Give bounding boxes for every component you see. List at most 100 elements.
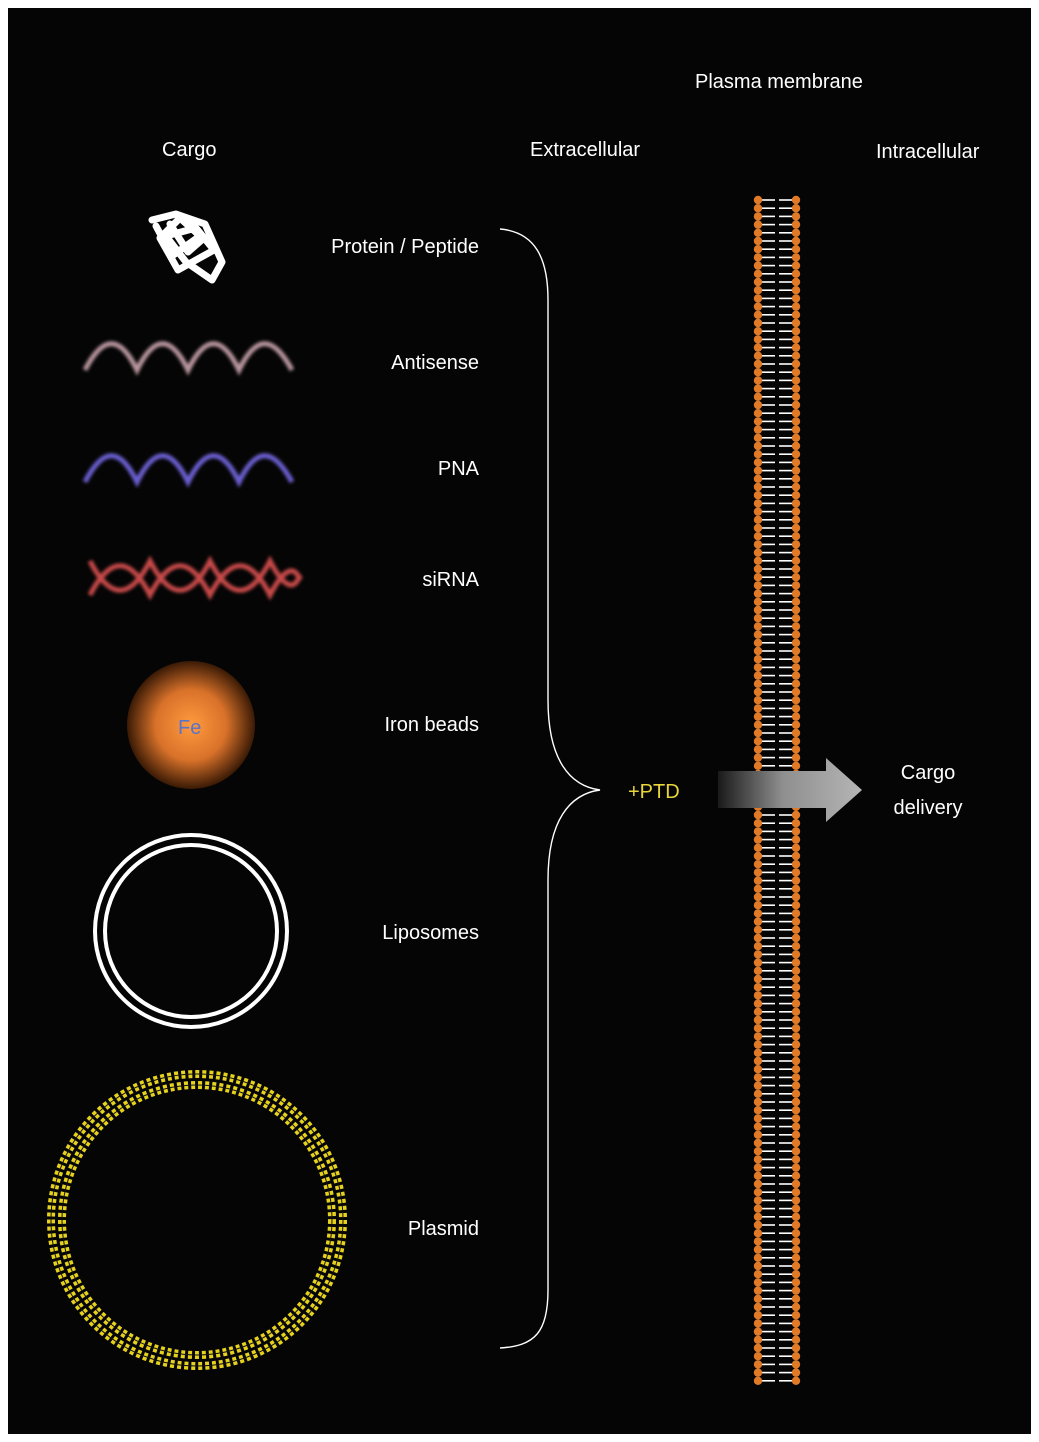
lipid-head: [791, 810, 801, 820]
lipid-head: [753, 884, 763, 893]
lipid-head: [791, 974, 801, 984]
lipid-head: [791, 1032, 801, 1041]
lipid-head: [791, 671, 801, 680]
lipid-head: [791, 253, 801, 262]
lipid-head: [753, 384, 763, 393]
lipid-head: [791, 909, 801, 918]
lipid-head: [753, 876, 763, 885]
lipid-head: [753, 1155, 763, 1164]
lipid-head: [753, 417, 763, 426]
lipid-head: [791, 646, 801, 656]
lipid-head: [791, 1147, 801, 1156]
lipid-head: [791, 761, 801, 770]
lipid-head: [791, 622, 801, 631]
double-helix-icon: [87, 555, 303, 601]
lipid-head: [791, 1065, 801, 1074]
lipid-head: [753, 499, 763, 508]
lipid-head: [753, 466, 763, 475]
lipid-head: [791, 573, 801, 582]
lipid-head: [753, 687, 763, 697]
lipid-head: [753, 1122, 763, 1131]
plasma-membrane: [753, 195, 801, 1386]
lipid-head: [753, 1212, 763, 1222]
lipid-head: [791, 515, 801, 524]
lipid-head: [753, 548, 763, 557]
lipid-head: [791, 581, 801, 590]
lipid-head: [753, 1179, 763, 1189]
lipid-head: [753, 220, 763, 229]
lipid-head: [791, 1048, 801, 1058]
extracellular-heading: Extracellular: [530, 139, 641, 161]
lipid-head: [791, 1073, 801, 1082]
lipid-head: [753, 195, 763, 205]
lipid-head: [791, 269, 801, 278]
lipid-head: [791, 1343, 801, 1353]
lipid-head: [791, 1286, 801, 1295]
lipid-head: [753, 261, 763, 270]
lipid-head: [791, 261, 801, 270]
lipid-head: [791, 868, 801, 877]
lipid-head: [753, 1261, 763, 1271]
lipid-head: [791, 876, 801, 885]
lipid-head: [753, 1302, 763, 1312]
lipid-head: [753, 663, 763, 672]
lipid-head: [753, 909, 763, 918]
lipid-head: [791, 827, 801, 836]
lipid-head: [791, 212, 801, 221]
lipid-head: [753, 942, 763, 951]
lipid-head: [791, 712, 801, 721]
lipid-head: [753, 556, 763, 565]
lipid-head: [791, 1278, 801, 1287]
lipid-head: [791, 1015, 801, 1025]
curly-brace: [499, 228, 601, 1349]
lipid-head: [753, 925, 763, 934]
cargo-label-antisense: Antisense: [391, 352, 479, 374]
lipid-head: [753, 1007, 763, 1016]
lipid-head: [753, 573, 763, 582]
lipid-head: [791, 1253, 801, 1263]
lipid-head: [791, 1245, 801, 1254]
lipid-head: [791, 679, 801, 688]
lipid-head: [791, 1130, 801, 1140]
lipid-head: [753, 1327, 763, 1336]
lipid-head: [791, 564, 801, 574]
cargo-label-iron-beads: Iron beads: [384, 714, 479, 736]
lipid-head: [753, 1270, 763, 1279]
lipid-head: [791, 605, 801, 615]
plasma-membrane-heading: Plasma membrane: [695, 71, 863, 93]
lipid-head: [791, 1261, 801, 1271]
cargo-label-plasmid: Plasmid: [407, 1218, 479, 1240]
lipid-head: [753, 310, 763, 319]
lipid-head: [753, 712, 763, 721]
lipid-head: [791, 950, 801, 959]
lipid-head: [753, 974, 763, 984]
lipid-head: [791, 728, 801, 738]
lipid-head: [753, 1188, 763, 1197]
lipid-head: [791, 851, 801, 861]
lipid-head: [753, 335, 763, 344]
lipid-head: [791, 532, 801, 541]
lipid-head: [791, 1327, 801, 1336]
double-ring-icon: [93, 833, 289, 1029]
lipid-head: [791, 1081, 801, 1090]
lipid-head: [791, 1311, 801, 1320]
lipid-head: [753, 425, 763, 434]
lipid-head: [791, 1229, 801, 1238]
intracellular-heading: Intracellular: [876, 141, 980, 163]
lipid-head: [753, 1147, 763, 1156]
lipid-head: [753, 1343, 763, 1353]
lipid-head: [791, 1335, 801, 1345]
lipid-head: [753, 474, 763, 483]
lipid-head: [791, 614, 801, 623]
lipid-head: [753, 950, 763, 959]
lipid-head: [791, 1188, 801, 1197]
lipid-head: [753, 1286, 763, 1295]
lipid-head: [753, 1040, 763, 1049]
lipid-head: [753, 212, 763, 221]
lipid-head: [791, 359, 801, 369]
lipid-head: [753, 917, 763, 926]
lipid-head: [753, 532, 763, 541]
lipid-head: [791, 1155, 801, 1164]
lipid-head: [791, 1114, 801, 1123]
